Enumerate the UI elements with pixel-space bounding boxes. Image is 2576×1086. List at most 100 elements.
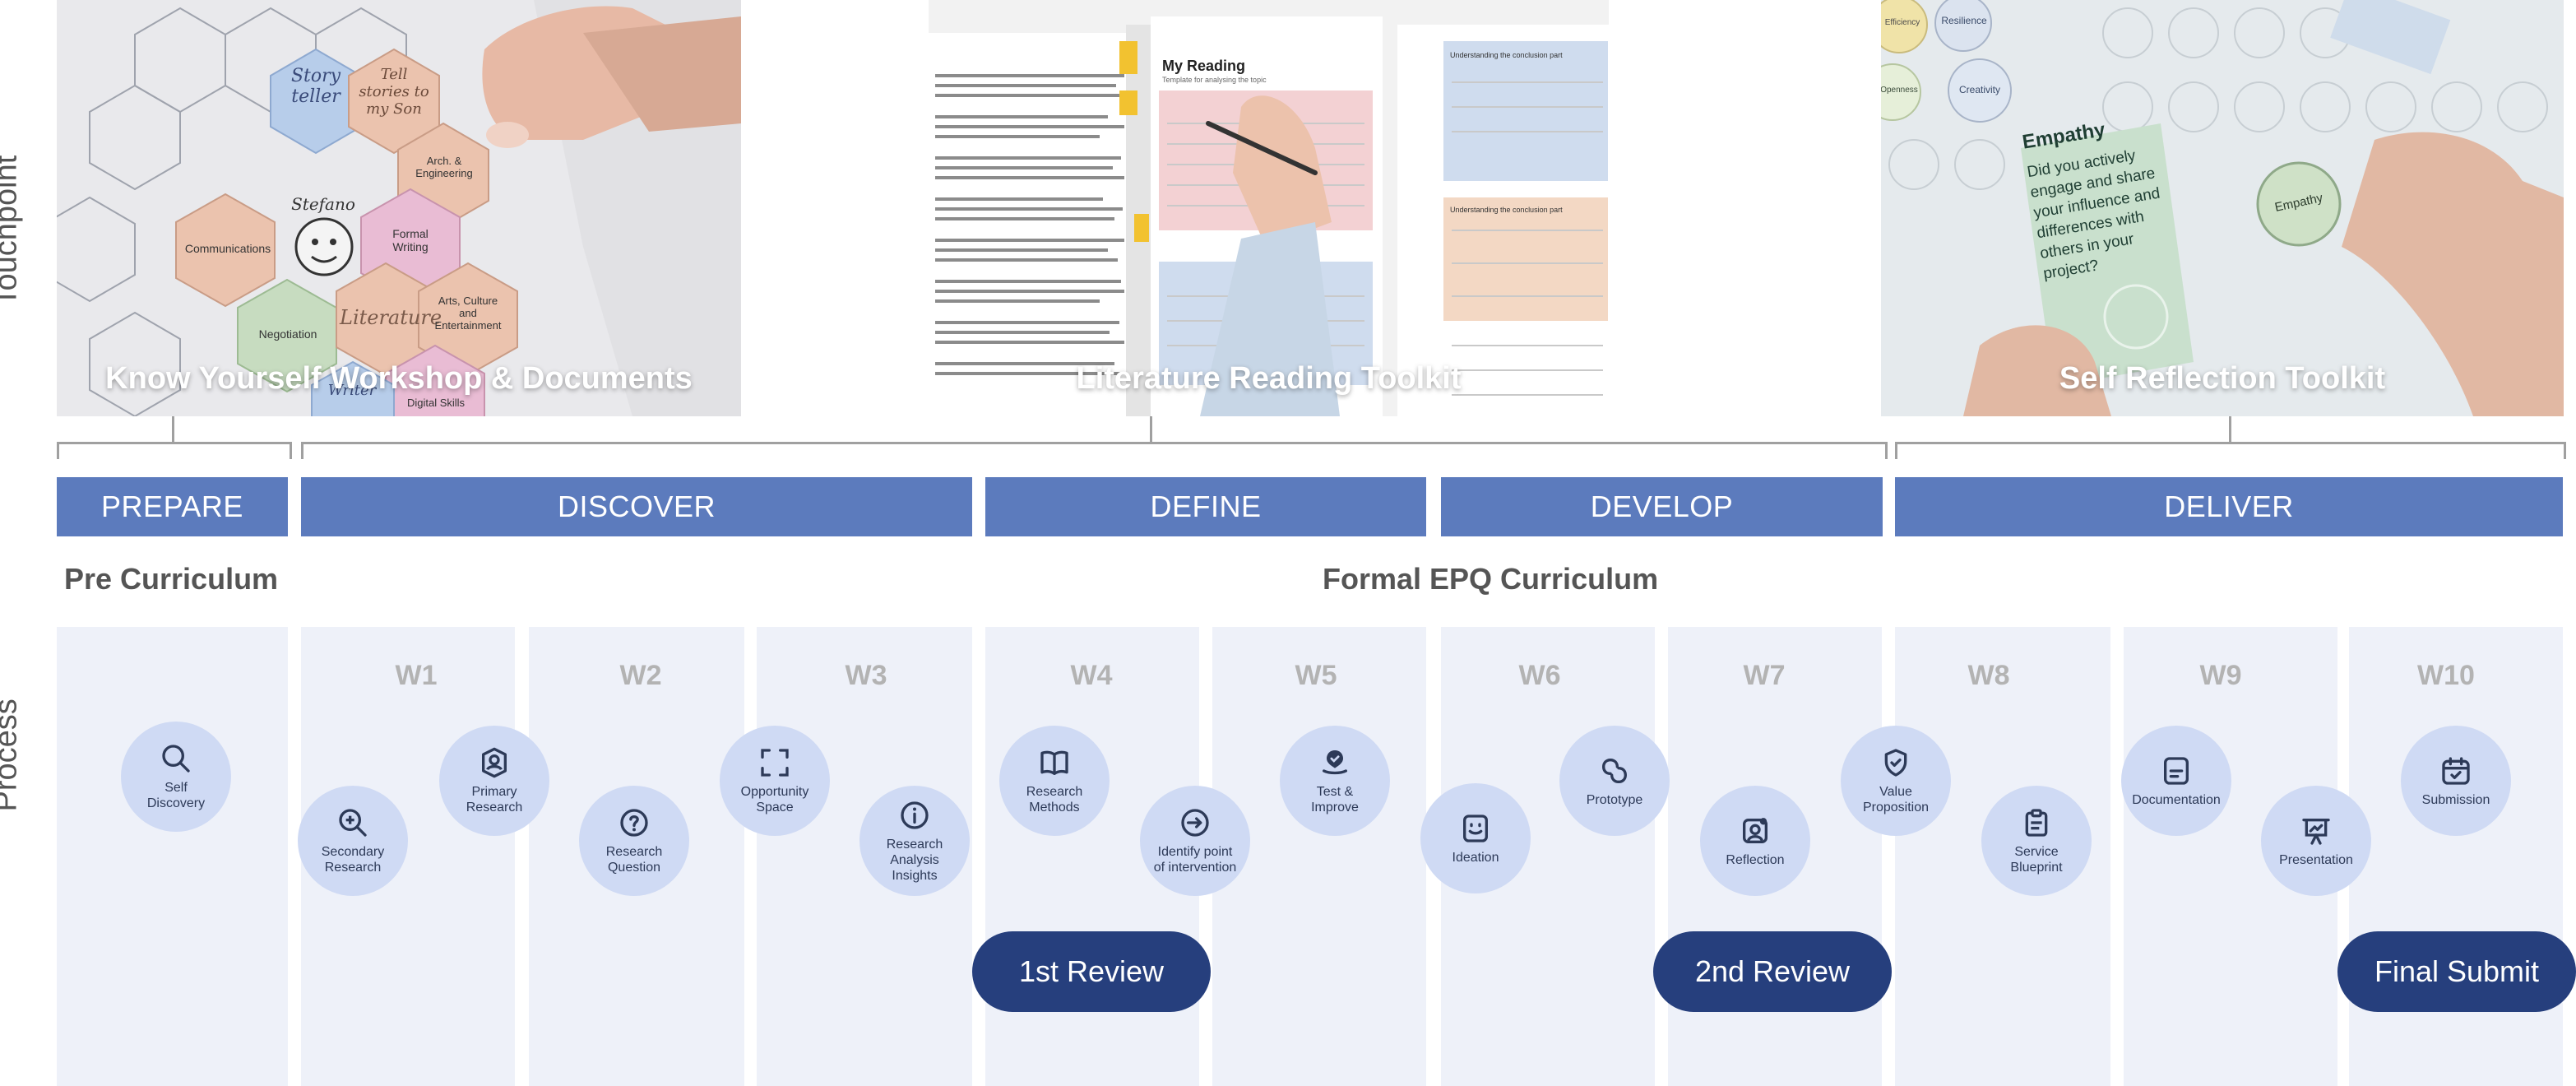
node-primary-research: Primary Research xyxy=(439,726,549,836)
formal-curriculum-label: Formal EPQ Curriculum xyxy=(1323,562,1659,596)
zoom-plus-icon xyxy=(339,809,367,837)
hexagon-map-illustration xyxy=(57,0,741,416)
week-label-w5: W5 xyxy=(1295,660,1337,691)
week-label-w10: W10 xyxy=(2417,660,2475,691)
week-label-w4: W4 xyxy=(1070,660,1113,691)
node-label: Research Question xyxy=(605,845,663,875)
right-sheet-section-2: Understanding the conclusion part xyxy=(1450,206,1563,214)
document-icon xyxy=(2164,756,2189,785)
node-label: Test & Improve xyxy=(1311,785,1359,814)
process-label: Process xyxy=(0,698,24,812)
node-label: Research Analysis Insights xyxy=(886,837,943,883)
bracket-deliver xyxy=(1895,442,2566,459)
pre-curriculum-label: Pre Curriculum xyxy=(64,562,279,596)
week-label-w7: W7 xyxy=(1743,660,1786,691)
week-label-w2: W2 xyxy=(619,660,662,691)
user-badge-icon xyxy=(482,747,507,778)
bracket-discover-develop xyxy=(301,442,1888,459)
sticker-resilience: Resilience xyxy=(1941,15,1987,26)
node-secondary-research: Secondary Research xyxy=(298,786,408,896)
book-icon xyxy=(1040,750,1068,775)
phase-define: DEFINE xyxy=(985,477,1426,536)
hex-label-arch-engineering: Arch. & Engineering xyxy=(415,155,473,179)
bracket-prepare xyxy=(57,442,292,459)
hex-label-literature: Literature xyxy=(340,306,442,329)
node-label: Presentation xyxy=(2279,852,2353,867)
touchpoint-photo-self-reflection: Efficiency Resilience Openness Creativit… xyxy=(1881,0,2564,416)
arrow-circle-icon xyxy=(1181,809,1209,837)
reflection-card-text: Did you actively engage and share your i… xyxy=(2026,146,2161,283)
touchpoint-caption-self-reflection: Self Reflection Toolkit xyxy=(2059,361,2386,396)
hex-label-tell-stories: Tell stories to my Son xyxy=(359,66,429,118)
node-label: Service Blueprint xyxy=(2010,845,2063,875)
hex-label-digital-skills: Digital Skills xyxy=(406,397,466,409)
face-name-label: Stefano xyxy=(291,194,355,214)
node-label: Documentation xyxy=(2132,792,2221,807)
sticker-creativity: Creativity xyxy=(1958,84,2000,95)
right-sheet-section-1: Understanding the conclusion part xyxy=(1450,51,1563,59)
hex-label-communications: Communications xyxy=(184,242,271,255)
milestone-first-review: 1st Review xyxy=(972,931,1211,1012)
node-submission: Submission xyxy=(2401,726,2511,836)
hex-label-story-teller: Story teller xyxy=(290,66,341,107)
node-prototype: Prototype xyxy=(1559,726,1670,836)
node-label: Ideation xyxy=(1452,850,1499,865)
bracket-stem-literature xyxy=(1150,416,1152,442)
hex-label-negotiation: Negotiation xyxy=(258,327,317,341)
clipboard-icon xyxy=(2025,809,2048,837)
bracket-stem-deliver xyxy=(2229,416,2231,442)
node-label: Submission xyxy=(2421,792,2490,807)
info-icon xyxy=(901,801,929,829)
node-service-blueprint: Service Blueprint xyxy=(1981,786,2092,896)
touchpoint-label: Touchpoint xyxy=(0,155,24,307)
link-loop-icon xyxy=(1601,758,1628,783)
sticker-openness: Openness xyxy=(1881,86,1918,95)
node-research-question: Research Question xyxy=(579,786,689,896)
node-reflection: Reflection xyxy=(1700,786,1810,896)
node-label: Opportunity Space xyxy=(740,785,809,814)
week-label-w3: W3 xyxy=(845,660,887,691)
node-presentation: Presentation xyxy=(2261,786,2371,896)
sheet-title: My Reading xyxy=(1162,58,1246,74)
column-w5 xyxy=(1212,627,1426,1086)
touchpoint-photo-literature: My Reading Template for analysing the to… xyxy=(929,0,1609,416)
column-w10 xyxy=(2349,627,2563,1086)
node-research-analysis-insights: Research Analysis Insights xyxy=(859,786,970,896)
milestone-second-review: 2nd Review xyxy=(1653,931,1892,1012)
node-label: Prototype xyxy=(1586,792,1643,807)
node-test-improve: Test & Improve xyxy=(1280,726,1390,836)
node-label: Primary Research xyxy=(466,785,523,814)
phase-discover: DISCOVER xyxy=(301,477,972,536)
week-label-w6: W6 xyxy=(1518,660,1561,691)
week-label-w1: W1 xyxy=(395,660,438,691)
hex-label-writer: Writer xyxy=(327,382,377,399)
node-research-methods: Research Methods xyxy=(999,726,1110,836)
node-label: Identify point of intervention xyxy=(1153,845,1237,875)
milestone-final-submit: Final Submit xyxy=(2337,931,2576,1012)
phase-develop: DEVELOP xyxy=(1441,477,1883,536)
node-label: Secondary Research xyxy=(321,845,385,875)
node-opportunity-space: Opportunity Space xyxy=(720,726,830,836)
phase-deliver: DELIVER xyxy=(1895,477,2563,536)
node-ideation: Ideation xyxy=(1420,783,1531,893)
week-label-w8: W8 xyxy=(1967,660,2010,691)
node-documentation: Documentation xyxy=(2121,726,2231,836)
bracket-stem-prepare xyxy=(172,416,174,442)
calendar-check-icon xyxy=(2442,756,2470,785)
sticker-efficiency: Efficiency xyxy=(1884,18,1920,27)
sheet-subtitle: Template for analysing the topic xyxy=(1162,76,1267,84)
node-self-discovery: Self Discovery xyxy=(121,722,231,832)
shield-check-icon xyxy=(1884,749,1907,777)
hex-label-arts-culture: Arts, Culture and Entertainment xyxy=(434,295,502,332)
reading-sheets-illustration xyxy=(929,0,1609,416)
node-label: Self Discovery xyxy=(146,781,206,810)
search-icon xyxy=(162,745,190,773)
touchpoint-caption-know-yourself: Know Yourself Workshop & Documents xyxy=(105,361,693,396)
presentation-icon xyxy=(2302,818,2330,845)
pin-check-icon xyxy=(1323,750,1347,775)
week-label-w9: W9 xyxy=(2199,660,2242,691)
touchpoint-caption-literature: Literature Reading Toolkit xyxy=(1076,361,1462,396)
reflection-card: Empathy Did you actively engage and shar… xyxy=(2021,109,2183,284)
node-label: Value Proposition xyxy=(1862,785,1930,814)
user-note-icon xyxy=(1743,817,1768,843)
